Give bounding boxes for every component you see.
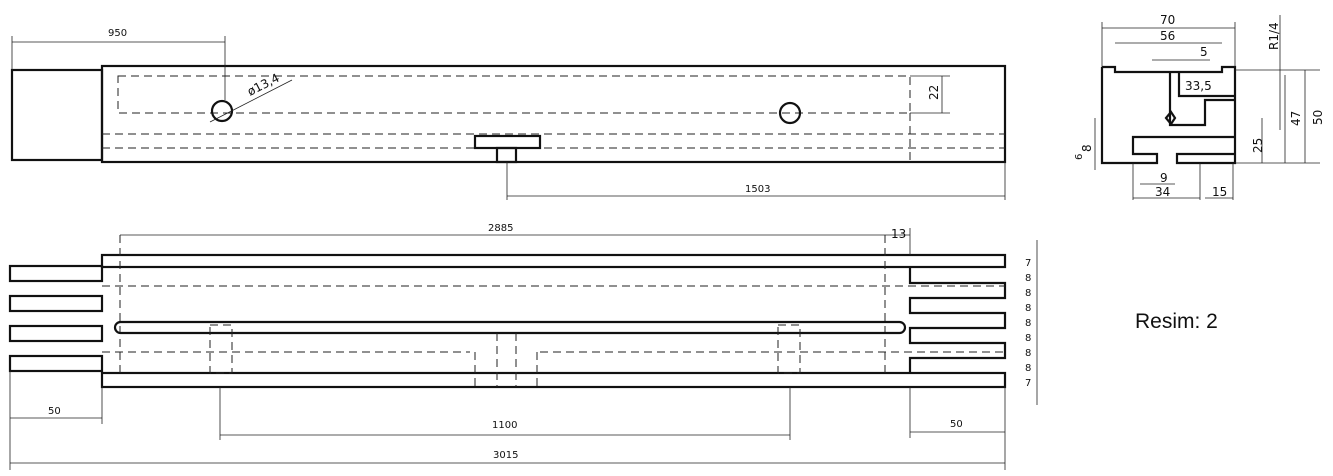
dim-1503: 1503 [745,184,770,195]
dim-47: 47 [1289,111,1303,126]
figure-caption: Resim: 2 [1135,310,1218,333]
dim-9: 9 [1160,171,1168,185]
dim-50: 50 [1311,110,1325,125]
stack-dim: 8 [1025,318,1031,329]
connector-stem [495,146,518,164]
dim-50-left: 50 [48,406,61,417]
top-plate [100,253,1007,269]
dim-34: 34 [1155,185,1170,199]
bottom-plate [100,371,1007,389]
dim-8: 8 [1080,144,1094,152]
dim-25: 25 [1251,138,1265,153]
dim-56: 56 [1160,29,1175,43]
stack-dim: 8 [1025,288,1031,299]
connector [473,134,542,150]
dim-6: 6 [1074,154,1085,160]
dim-1100: 1100 [492,420,517,431]
rod [113,320,907,335]
stack-dim: 8 [1025,363,1031,374]
dim-22: 22 [927,85,941,100]
dim-33-5: 33,5 [1185,79,1212,93]
stack-dim: 8 [1025,333,1031,344]
stack-dim: 7 [1025,378,1031,389]
bottom-view: 2885 13 50 1100 50 3015 7 8 8 8 8 8 8 8 … [8,223,1038,470]
stack-dim: 8 [1025,273,1031,284]
dim-r14: R1/4 [1267,22,1281,50]
stack-dims: 7 8 8 8 8 8 8 8 7 [1025,258,1031,389]
hidden-channel [117,75,911,114]
top-view: 950 ø13,4 22 1503 [10,28,1007,200]
dim-5: 5 [1200,45,1208,59]
hole [210,99,234,123]
end-block [10,68,104,162]
dim-50-right: 50 [950,419,963,430]
stack-dim: 8 [1025,348,1031,359]
hole [778,101,802,125]
dim-13: 13 [891,227,906,241]
stack-dim: 8 [1025,303,1031,314]
section-view: 70 56 5 33,5 R1/4 50 47 25 8 6 9 34 15 [1074,13,1325,200]
dim-950: 950 [108,28,127,39]
stack-dim: 7 [1025,258,1031,269]
dim-70: 70 [1160,13,1175,27]
main-body [100,64,1007,164]
dim-15: 15 [1212,185,1227,199]
dim-2885: 2885 [488,223,513,234]
dim-3015: 3015 [493,450,518,461]
